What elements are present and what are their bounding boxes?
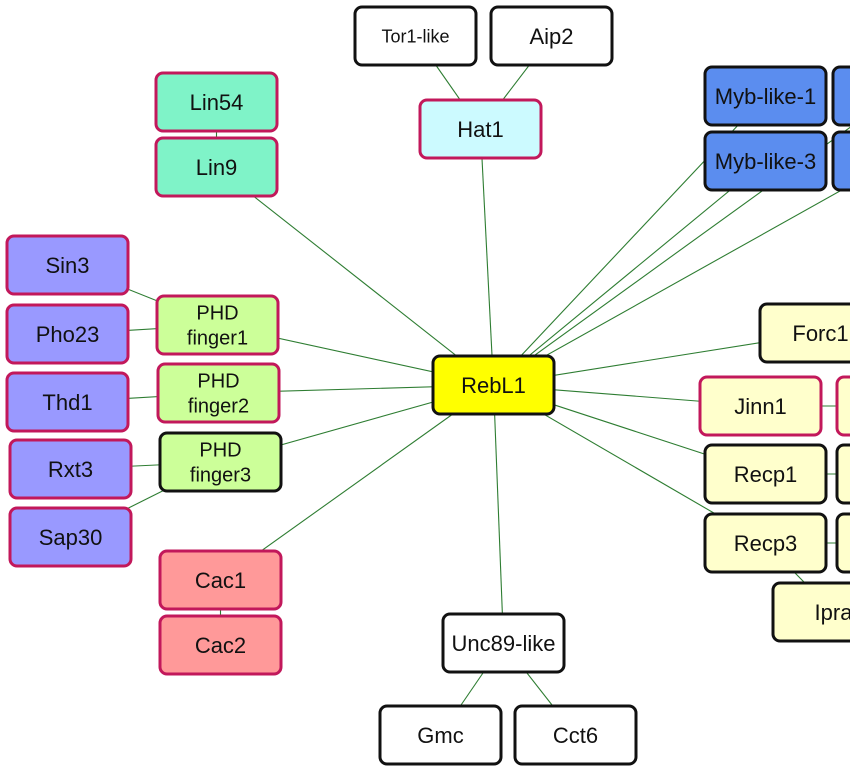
node-box-cct6 <box>513 704 638 766</box>
node-label-cac2: Cac2 <box>195 633 246 658</box>
node-label-myb1: Myb-like-1 <box>715 84 816 109</box>
node-label-thd1: Thd1 <box>42 390 92 415</box>
node-box-recp4 <box>835 512 850 574</box>
node-label-rxt3: Rxt3 <box>48 457 93 482</box>
node-phd3: PHD finger3 <box>158 431 283 493</box>
node-label-ipra: Ipra <box>815 600 850 625</box>
node-box-unc89 <box>441 612 566 674</box>
node-label-phd2: PHD <box>197 371 239 393</box>
node-aip2: Aip2 <box>489 5 614 67</box>
node-label-lin54: Lin54 <box>190 90 244 115</box>
node-box-lin54 <box>154 71 279 133</box>
node-label-lin9: Lin9 <box>196 155 238 180</box>
node-sin3: Sin3 <box>5 234 130 296</box>
node-label-recp3: Recp3 <box>734 531 798 556</box>
node-label-cct6: Cct6 <box>553 723 598 748</box>
node-label-sap30: Sap30 <box>39 525 103 550</box>
node-box-sin3 <box>5 234 130 296</box>
node-label-forc1: Forc1 <box>792 321 848 346</box>
node-thd1: Thd1 <box>5 371 130 433</box>
node-label-phd2: finger2 <box>188 396 249 418</box>
node-label-myb3: Myb-like-3 <box>715 149 816 174</box>
node-box-aip2 <box>489 5 614 67</box>
node-myb1: Myb-like-1 <box>703 65 828 127</box>
node-gmc: Gmc <box>378 704 503 766</box>
node-recp1: Recp1 <box>703 443 828 505</box>
edge-hat1-rebl1 <box>479 128 495 386</box>
node-box-myb1 <box>703 65 828 127</box>
node-box-recp1 <box>703 443 828 505</box>
node-cac2: Cac2 <box>158 614 283 676</box>
node-label-gmc: Gmc <box>417 723 463 748</box>
node-label-tor1: Tor1-like <box>381 26 449 46</box>
edge-cac1-rebl1 <box>220 384 494 581</box>
node-hat1: Hat1 <box>418 98 543 160</box>
node-recp3: Recp3 <box>703 512 828 574</box>
node-box-jinn2 <box>835 375 850 437</box>
node-label-cac1: Cac1 <box>195 568 246 593</box>
node-box-rebl1 <box>431 354 556 416</box>
node-sap30: Sap30 <box>8 506 133 568</box>
node-box-recp2 <box>835 443 850 505</box>
node-recp4 <box>835 512 850 574</box>
node-ipra: Ipra <box>771 581 850 643</box>
node-box-thd1 <box>5 371 130 433</box>
node-label-phd3: PHD <box>199 440 241 462</box>
node-phd2: PHD finger2 <box>156 362 281 424</box>
node-label-phd1: finger1 <box>187 328 248 350</box>
node-lin54: Lin54 <box>154 71 279 133</box>
node-rebl1: RebL1 <box>431 354 556 416</box>
edge-unc89-rebl1 <box>492 384 505 644</box>
node-pho23: Pho23 <box>5 303 130 365</box>
node-box-ipra <box>771 581 850 643</box>
edge-myb3-rebl1 <box>493 160 766 386</box>
node-unc89: Unc89-like <box>441 612 566 674</box>
node-forc1: Forc1 <box>758 302 850 364</box>
node-box-gmc <box>378 704 503 766</box>
node-box-recp3 <box>703 512 828 574</box>
node-myb4: M <box>831 130 850 192</box>
node-box-rxt3 <box>8 438 133 500</box>
node-box-cac1 <box>158 549 283 611</box>
node-myb3: Myb-like-3 <box>703 130 828 192</box>
node-box-forc1 <box>758 302 850 364</box>
node-label-jinn1: Jinn1 <box>734 394 787 419</box>
node-box-cac2 <box>158 614 283 676</box>
node-label-pho23: Pho23 <box>36 322 100 347</box>
node-box-phd3 <box>158 431 283 493</box>
node-box-pho23 <box>5 303 130 365</box>
node-cac1: Cac1 <box>158 549 283 611</box>
node-box-hat1 <box>418 98 543 160</box>
node-recp2 <box>835 443 850 505</box>
node-label-rebl1: RebL1 <box>461 373 526 398</box>
node-box-myb4 <box>831 130 850 192</box>
node-label-phd1: PHD <box>196 303 238 325</box>
node-rxt3: Rxt3 <box>8 438 133 500</box>
node-box-phd2 <box>156 362 281 424</box>
node-label-unc89: Unc89-like <box>452 631 556 656</box>
node-label-aip2: Aip2 <box>529 24 573 49</box>
node-myb2: M <box>831 65 850 127</box>
node-box-jinn1 <box>698 375 823 437</box>
node-jinn1: Jinn1 <box>698 375 823 437</box>
node-label-hat1: Hat1 <box>457 117 503 142</box>
node-box-lin9 <box>154 136 279 198</box>
node-box-tor1 <box>353 5 478 67</box>
node-label-phd3: finger3 <box>190 465 251 487</box>
node-label-sin3: Sin3 <box>45 253 89 278</box>
node-lin9: Lin9 <box>154 136 279 198</box>
node-box-myb3 <box>703 130 828 192</box>
node-box-myb2 <box>831 65 850 127</box>
node-box-phd1 <box>155 294 280 356</box>
edge-myb4-rebl1 <box>493 184 850 386</box>
node-label-recp1: Recp1 <box>734 462 798 487</box>
node-cct6: Cct6 <box>513 704 638 766</box>
edge-lin9-rebl1 <box>216 166 494 386</box>
node-phd1: PHD finger1 <box>155 294 280 356</box>
node-box-sap30 <box>8 506 133 568</box>
node-tor1: Tor1-like <box>353 5 478 67</box>
node-jinn2 <box>835 375 850 437</box>
